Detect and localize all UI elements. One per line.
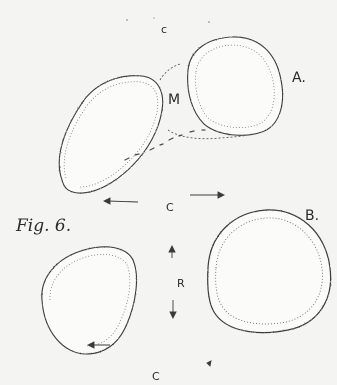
arrowhead-down-r [170,312,176,318]
label-r: R [177,278,185,289]
arrowhead-right-bottom [207,361,211,366]
figure-caption: Fig. 6. [16,218,71,235]
cell-top-left-outline [59,76,162,193]
label-m: M [168,93,180,107]
label-c-middle: C [166,202,174,213]
specks [126,17,210,22]
label-b: B. [305,209,319,223]
arrowhead-right-middle [218,192,224,198]
cell-a-outline [188,37,283,135]
cell-bottom-left-outline [42,247,137,354]
arrowhead-up-r [169,246,175,252]
arrow-left-middle [108,201,138,202]
cell-b-outline [208,210,331,333]
label-c-top: c [161,24,167,35]
label-c-bottom: C [152,371,160,382]
label-a: A. [292,71,306,85]
arrowhead-left-middle [104,198,110,204]
